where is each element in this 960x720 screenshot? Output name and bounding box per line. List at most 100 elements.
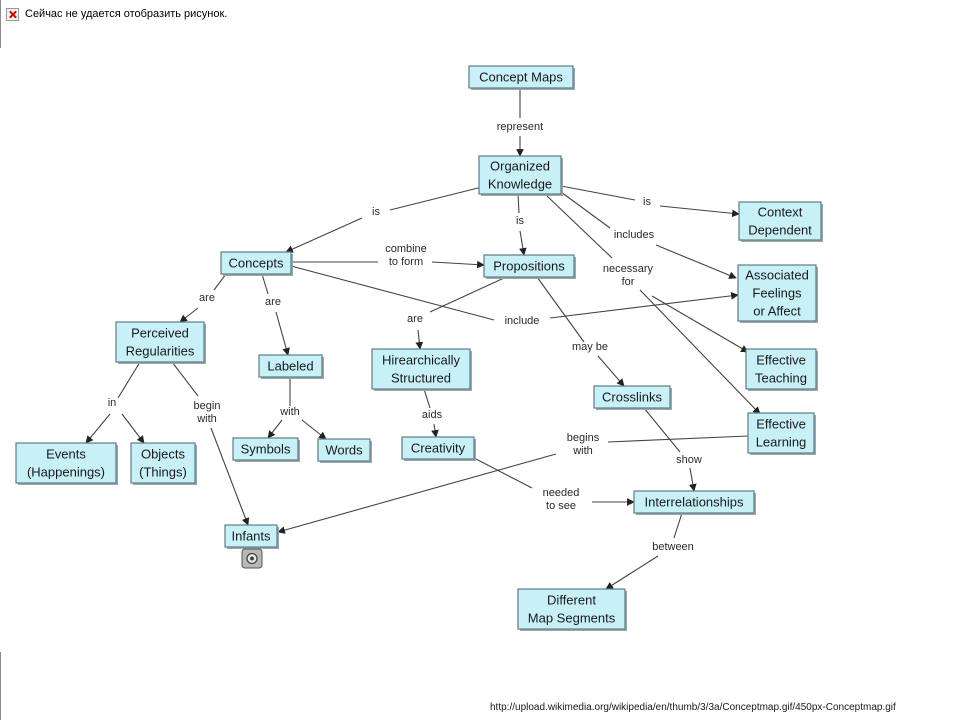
diagram-link-labels: representisisisincludesnecessaryforcombi… [108,121,702,553]
concept-map-diagram: representisisisincludesnecessaryforcombi… [15,65,823,631]
node-box [220,251,292,275]
diagram-connector [689,467,697,492]
node-box [517,588,626,630]
node-label: Effective [756,417,806,432]
node-label: Organized [490,159,550,174]
link-label-with: with [279,406,300,418]
node-box [401,436,475,460]
link-label-text: represent [497,121,543,133]
diagram-connector [301,419,327,440]
link-label-include: include [505,315,540,327]
link-label-text: in [108,397,117,409]
node-box [371,348,471,390]
diagram-connector [560,191,611,229]
link-label-may-be: may be [572,341,608,353]
node-label: Hirearchically [382,353,461,368]
node-label: Words [325,443,363,458]
node-label: (Happenings) [27,465,105,480]
node-box [593,385,671,409]
diagram-connector [643,407,681,453]
node-label: Perceived [131,326,189,341]
node-label: Concept Maps [479,70,563,85]
node-box [232,437,299,461]
concept-node-concepts: Concepts [220,251,293,276]
node-label: Different [547,593,596,608]
link-label-represent: represent [497,121,543,133]
link-label-text: show [676,454,702,466]
node-label: Creativity [411,441,466,456]
diagram-connector [179,307,199,323]
node-label: Structured [391,371,451,386]
diagram-connector [546,195,613,259]
broken-image-text: Сейчас не удается отобразить рисунок. [25,8,228,20]
diagram-connector [210,427,250,526]
node-box [737,264,817,322]
diagram-connector [117,361,141,399]
node-label: Feelings [752,286,802,301]
diagram-connector [655,244,737,279]
broken-image-placeholder: Сейчас не удается отобразить рисунок. [6,6,227,22]
node-box [745,348,817,390]
link-label-text: to form [389,256,423,268]
diagram-extras [241,548,263,569]
diagram-connector [473,457,533,489]
concept-node-infants: Infants [224,524,279,549]
concept-node-propositions: Propositions [483,254,576,279]
link-label-text: between [652,541,694,553]
link-label-is-ok-concepts: is [372,206,380,218]
link-label-text: are [265,296,281,308]
diagram-connector [597,355,625,387]
link-label-are-perceived: are [199,292,215,304]
node-box [633,490,755,514]
link-label-text: are [407,313,423,325]
link-label-is-ok-propositions: is [516,215,524,227]
node-label: Crosslinks [602,390,662,405]
diagram-connector [429,277,505,313]
node-label: Objects [141,447,186,462]
diagram-connector [423,388,431,409]
concept-node-crosslinks: Crosslinks [593,385,672,410]
concept-node-concept-maps: Concept Maps [468,65,575,90]
link-label-text: necessary [603,263,654,275]
node-box [317,438,371,462]
node-label: (Things) [139,465,187,480]
diagram-connector [519,230,527,256]
link-label-aids: aids [422,409,443,421]
link-label-text: with [572,445,593,457]
diagram-connector [659,205,740,218]
node-label: Events [46,447,86,462]
diagram-connector [285,217,363,253]
media-resource-icon[interactable] [241,548,263,569]
frame-border [0,0,1,48]
node-box [478,155,562,195]
diagram-connector [290,265,495,321]
diagram-connector [389,185,487,211]
node-label: Interrelationships [645,495,744,510]
node-box [130,442,196,484]
diagram-connector [277,453,557,534]
node-label: Effective [756,353,806,368]
node-box [738,201,822,241]
link-label-text: needed [543,487,580,499]
link-label-text: are [199,292,215,304]
link-label-text: is [643,196,651,208]
node-label: Teaching [755,371,807,386]
node-label: Regularities [126,344,195,359]
link-label-text: aids [422,409,443,421]
diagram-connector [171,361,199,397]
node-box [15,442,117,484]
link-label-text: includes [614,229,655,241]
link-label-text: with [196,413,217,425]
node-label: Knowledge [488,177,552,192]
